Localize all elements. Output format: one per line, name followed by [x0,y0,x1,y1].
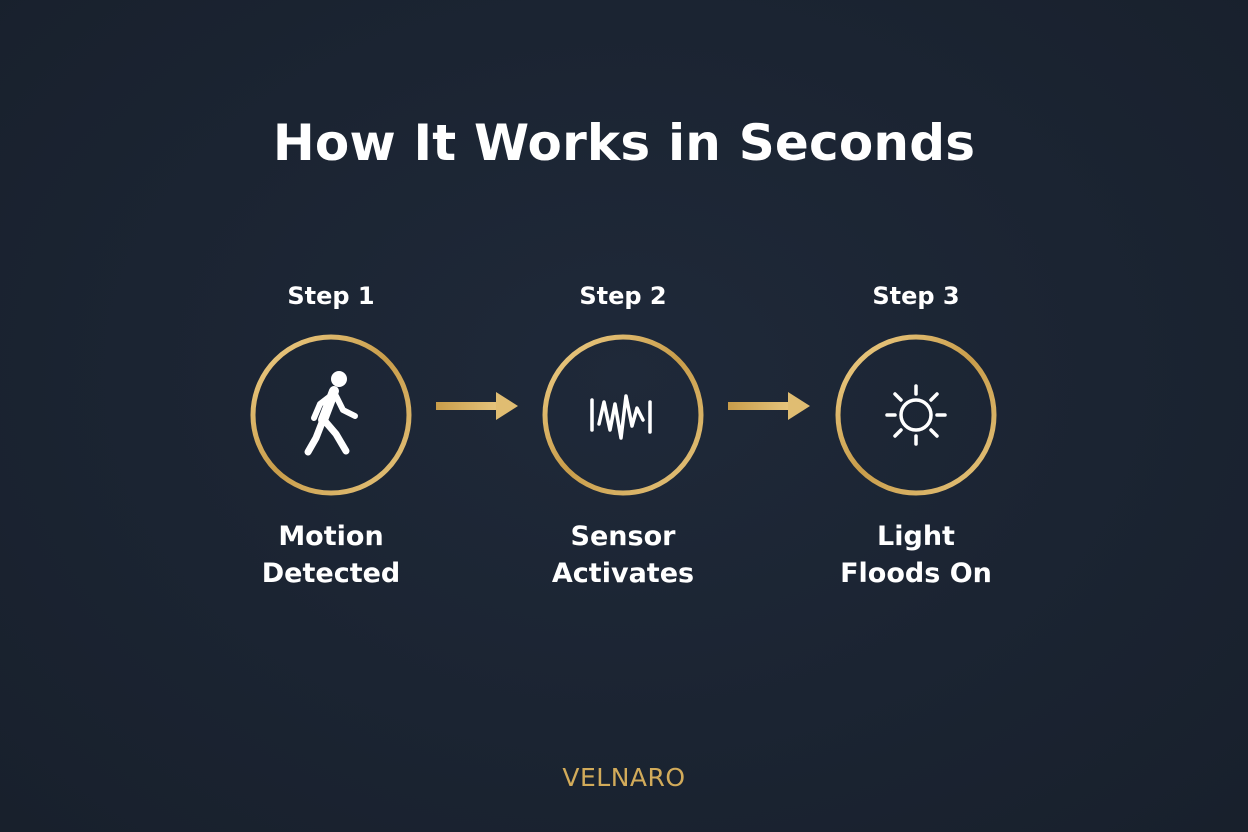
step-1-ring [250,334,412,496]
step-1-caption-line-2: Detected [261,558,401,589]
step-2-caption-line-2: Activates [551,558,695,589]
page-title: How It Works in Seconds [272,114,976,172]
sensor-waveform-icon [542,334,704,496]
step-2-caption-line-1: Sensor [570,521,676,552]
step-3: Step 3 [786,278,1046,592]
step-2-ring [542,334,704,496]
step-3-ring [835,334,997,496]
step-1-number: Step 1 [287,282,375,310]
arrow-right-icon [436,392,518,420]
step-1-caption: Motion Detected [201,518,461,592]
step-3-number: Step 3 [872,282,960,310]
step-3-caption-line-1: Light [877,521,955,552]
step-2-caption: Sensor Activates [493,518,753,592]
step-3-caption-line-2: Floods On [840,558,992,589]
step-1: Step 1 Motion Det [201,278,461,592]
step-2-number: Step 2 [579,282,667,310]
step-3-caption: Light Floods On [786,518,1046,592]
arrow-right-icon [728,392,810,420]
sun-light-icon [835,334,997,496]
step-2: Step 2 Sensor Activates [493,278,753,592]
brand-logo-text: VELNARO [562,763,686,792]
step-1-caption-line-1: Motion [278,521,384,552]
walking-person-icon [250,334,412,496]
